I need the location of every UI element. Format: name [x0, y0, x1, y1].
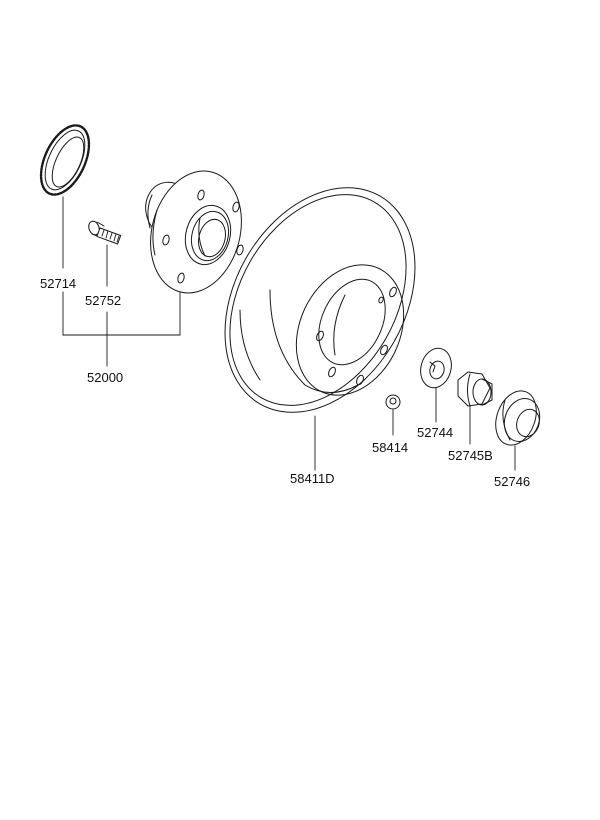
lock-washer-drawing — [416, 345, 455, 391]
brake-disc-drawing — [186, 154, 453, 447]
part-label-52746: 52746 — [494, 474, 530, 489]
part-labels: 52714 52752 52000 58411D 58414 52744 527… — [40, 276, 530, 489]
grease-cap-drawing — [489, 385, 546, 451]
part-label-52752: 52752 — [85, 293, 121, 308]
part-label-52745B: 52745B — [448, 448, 493, 463]
part-label-52714: 52714 — [40, 276, 76, 291]
part-label-58414: 58414 — [372, 440, 408, 455]
hub-nut-drawing — [458, 372, 492, 406]
part-label-58411D: 58411D — [290, 471, 335, 486]
part-label-52000: 52000 — [87, 370, 123, 385]
part-label-52744: 52744 — [417, 425, 453, 440]
disc-screw-drawing — [386, 395, 400, 409]
hub-bolt-drawing — [87, 220, 121, 244]
hub-assembly-drawing — [137, 161, 254, 304]
abs-tone-ring-drawing — [31, 118, 99, 202]
leader-lines — [63, 197, 515, 470]
